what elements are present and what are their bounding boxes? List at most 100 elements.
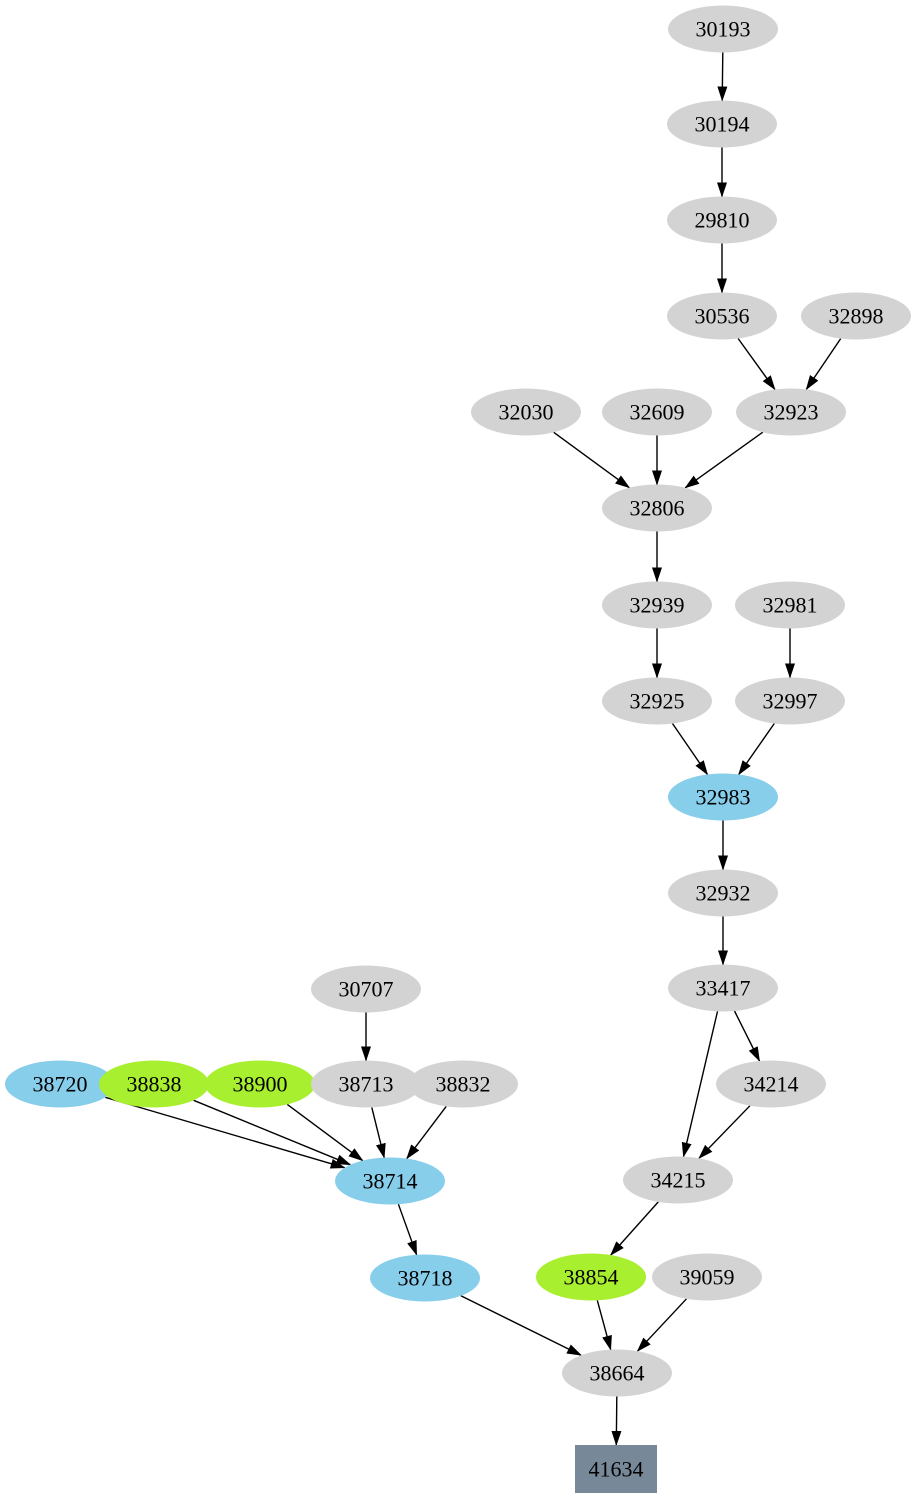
node-ellipse-38720	[5, 1060, 115, 1108]
graph-node-32925: 32925	[602, 677, 712, 725]
node-ellipse-32609	[602, 388, 712, 436]
node-ellipse-38664	[562, 1349, 672, 1397]
node-label-29810: 29810	[695, 207, 750, 232]
node-ellipse-32983	[668, 773, 778, 821]
node-label-32983: 32983	[696, 784, 751, 809]
node-ellipse-32932	[668, 869, 778, 917]
graph-edge-38838-to-38714	[193, 1099, 352, 1166]
graph-node-33417: 33417	[668, 964, 778, 1012]
node-ellipse-38713	[311, 1060, 421, 1108]
graph-edge-38900-to-38714	[286, 1103, 364, 1162]
graph-edge-33417-to-34215	[681, 1011, 719, 1158]
graph-edge-30193-to-30194	[717, 52, 728, 102]
node-ellipse-30707	[311, 965, 421, 1013]
graph-edge-30536-to-32923	[737, 338, 776, 391]
graph-node-29810: 29810	[667, 196, 777, 244]
node-ellipse-34214	[716, 1060, 826, 1108]
node-ellipse-32923	[736, 388, 846, 436]
graph-node-38664: 38664	[562, 1349, 672, 1397]
node-label-38713: 38713	[339, 1071, 394, 1096]
node-ellipse-30536	[667, 292, 777, 340]
node-label-32923: 32923	[764, 399, 819, 424]
graph-node-30707: 30707	[311, 965, 421, 1013]
node-label-32806: 32806	[630, 495, 685, 520]
graph-edge-32898-to-32923	[805, 338, 842, 391]
node-ellipse-38900	[205, 1060, 315, 1108]
graph-node-38718: 38718	[370, 1254, 480, 1302]
graph-node-38713: 38713	[311, 1060, 421, 1108]
graph-node-32609: 32609	[602, 388, 712, 436]
graph-node-38900: 38900	[205, 1060, 315, 1108]
graph-edge-32997-to-32983	[738, 723, 775, 776]
graph-node-32981: 32981	[735, 581, 845, 629]
graph-edge-38854-to-38664	[596, 1300, 612, 1351]
graph-node-39059: 39059	[652, 1253, 762, 1301]
graph-node-32923: 32923	[736, 388, 846, 436]
graph-edge-34215-to-38854	[610, 1201, 659, 1256]
node-label-32030: 32030	[499, 399, 554, 424]
node-layer: 30193 30194 29810 30536 32898 32923 32030 32609…	[5, 5, 911, 1493]
node-label-30536: 30536	[695, 303, 750, 328]
graph-node-41634: 41634	[575, 1445, 657, 1493]
node-label-33417: 33417	[696, 975, 751, 1000]
node-label-32939: 32939	[630, 592, 685, 617]
graph-node-30193: 30193	[668, 5, 778, 53]
graph-node-32983: 32983	[668, 773, 778, 821]
graph-edge-32030-to-32806	[553, 431, 631, 489]
node-ellipse-32925	[602, 677, 712, 725]
node-ellipse-38838	[99, 1060, 209, 1108]
node-ellipse-38718	[370, 1254, 480, 1302]
node-label-32925: 32925	[630, 688, 685, 713]
node-ellipse-32939	[602, 581, 712, 629]
node-ellipse-29810	[667, 196, 777, 244]
node-label-38832: 38832	[436, 1071, 491, 1096]
node-label-34215: 34215	[651, 1167, 706, 1192]
graph-node-34215: 34215	[623, 1156, 733, 1204]
node-label-38720: 38720	[33, 1071, 88, 1096]
graph-node-32898: 32898	[801, 292, 911, 340]
graph-edge-38832-to-38714	[406, 1105, 447, 1160]
node-ellipse-32806	[602, 484, 712, 532]
graph-node-30194: 30194	[667, 100, 777, 148]
graph-edge-38714-to-38718	[397, 1203, 418, 1256]
graph-node-32806: 32806	[602, 484, 712, 532]
node-ellipse-39059	[652, 1253, 762, 1301]
node-label-38838: 38838	[127, 1071, 182, 1096]
graph-edge-38720-to-38714	[105, 1096, 346, 1169]
graph-edge-38664-to-41634	[611, 1396, 622, 1446]
node-label-32932: 32932	[696, 880, 751, 905]
node-ellipse-32997	[735, 677, 845, 725]
node-label-32997: 32997	[763, 688, 818, 713]
graph-node-32997: 32997	[735, 677, 845, 725]
node-box-41634	[575, 1445, 657, 1493]
node-label-30193: 30193	[696, 16, 751, 41]
node-label-34214: 34214	[744, 1071, 799, 1096]
graph-edge-39059-to-38664	[636, 1298, 688, 1352]
graph-node-38854: 38854	[536, 1253, 646, 1301]
node-label-41634: 41634	[589, 1456, 644, 1481]
node-ellipse-33417	[668, 964, 778, 1012]
graph-edge-32925-to-32983	[671, 723, 709, 776]
node-ellipse-30193	[668, 5, 778, 53]
node-ellipse-32898	[801, 292, 911, 340]
graph-edge-32923-to-32806	[684, 431, 764, 489]
graph-node-38720: 38720	[5, 1060, 115, 1108]
graph-node-34214: 34214	[716, 1060, 826, 1108]
graph-edge-34214-to-34215	[698, 1105, 751, 1160]
graph-node-32932: 32932	[668, 869, 778, 917]
node-ellipse-32981	[735, 581, 845, 629]
node-label-38714: 38714	[363, 1168, 418, 1193]
graph-node-32030: 32030	[471, 388, 581, 436]
node-label-38900: 38900	[233, 1071, 288, 1096]
graph-edge-33417-to-34214	[733, 1010, 761, 1062]
node-label-38854: 38854	[564, 1264, 619, 1289]
graph-node-38832: 38832	[408, 1060, 518, 1108]
node-label-30194: 30194	[695, 111, 750, 136]
graph-node-38714: 38714	[335, 1157, 445, 1205]
node-label-39059: 39059	[680, 1264, 735, 1289]
graph-node-38838: 38838	[99, 1060, 209, 1108]
node-label-32609: 32609	[630, 399, 685, 424]
node-ellipse-32030	[471, 388, 581, 436]
